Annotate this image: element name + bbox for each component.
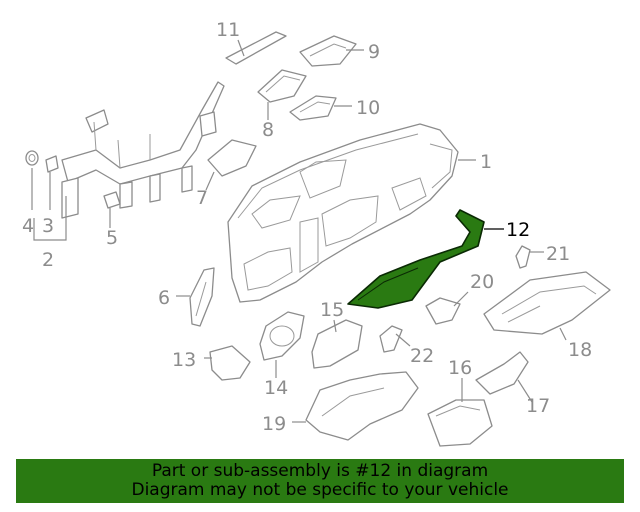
banner-line-1: Part or sub-assembly is #12 in diagram [151,461,489,481]
callout-9[interactable]: 9 [368,41,380,63]
callout-12[interactable]: 12 [506,219,530,241]
callout-18[interactable]: 18 [568,339,592,361]
part-7-cover[interactable] [207,139,257,177]
part-11-top-strip[interactable] [225,31,287,65]
callout-5[interactable]: 5 [106,227,118,249]
part-19-lower-panel[interactable] [305,371,419,441]
leader-lines [31,39,567,423]
callout-16[interactable]: 16 [448,357,472,379]
part-1-dashboard-panel[interactable] [227,123,459,303]
part-4-grommet[interactable] [25,150,39,166]
callout-14[interactable]: 14 [264,377,288,399]
callout-labels: 1 2 3 4 5 6 7 8 9 10 11 12 13 14 15 16 1… [22,19,592,435]
part-6-side-trim[interactable] [189,267,215,327]
callout-22[interactable]: 22 [410,345,434,367]
info-banner: Part or sub-assembly is #12 in diagram D… [16,459,624,503]
part-15-cluster-housing[interactable] [311,319,363,369]
callout-1[interactable]: 1 [480,151,492,173]
callout-6[interactable]: 6 [158,287,170,309]
part-8-vent-trim[interactable] [257,69,307,103]
part-18-glove-box[interactable] [483,271,611,335]
part-16-storage-bin[interactable] [427,399,493,447]
part-17-trim[interactable] [475,351,529,395]
part-14-instrument-cluster[interactable] [259,311,305,361]
callout-10[interactable]: 10 [356,97,380,119]
part-13-bracket[interactable] [209,345,251,381]
callout-4[interactable]: 4 [22,215,34,237]
banner-line-2: Diagram may not be specific to your vehi… [131,480,509,500]
callout-8[interactable]: 8 [262,119,274,141]
part-21-clip[interactable] [515,245,531,269]
callout-21[interactable]: 21 [546,243,570,265]
part-5-bracket[interactable] [103,191,121,209]
callout-7[interactable]: 7 [196,187,208,209]
callout-3[interactable]: 3 [42,215,54,237]
callout-20[interactable]: 20 [470,271,494,293]
callout-2[interactable]: 2 [42,249,54,271]
callout-15[interactable]: 15 [320,299,344,321]
part-22-bracket[interactable] [379,325,403,353]
parts-diagram: 1 2 3 4 5 6 7 8 9 10 11 12 13 14 15 16 1… [22,19,611,447]
callout-19[interactable]: 19 [262,413,286,435]
callout-17[interactable]: 17 [526,395,550,417]
callout-13[interactable]: 13 [172,349,196,371]
callout-11[interactable]: 11 [216,19,240,41]
part-10-trim[interactable] [289,95,337,121]
part-20-bracket[interactable] [425,297,461,325]
part-9-switch-panel[interactable] [299,35,357,67]
part-3-clip[interactable] [45,155,59,173]
part-12-trim-strip-highlighted[interactable] [347,209,485,309]
